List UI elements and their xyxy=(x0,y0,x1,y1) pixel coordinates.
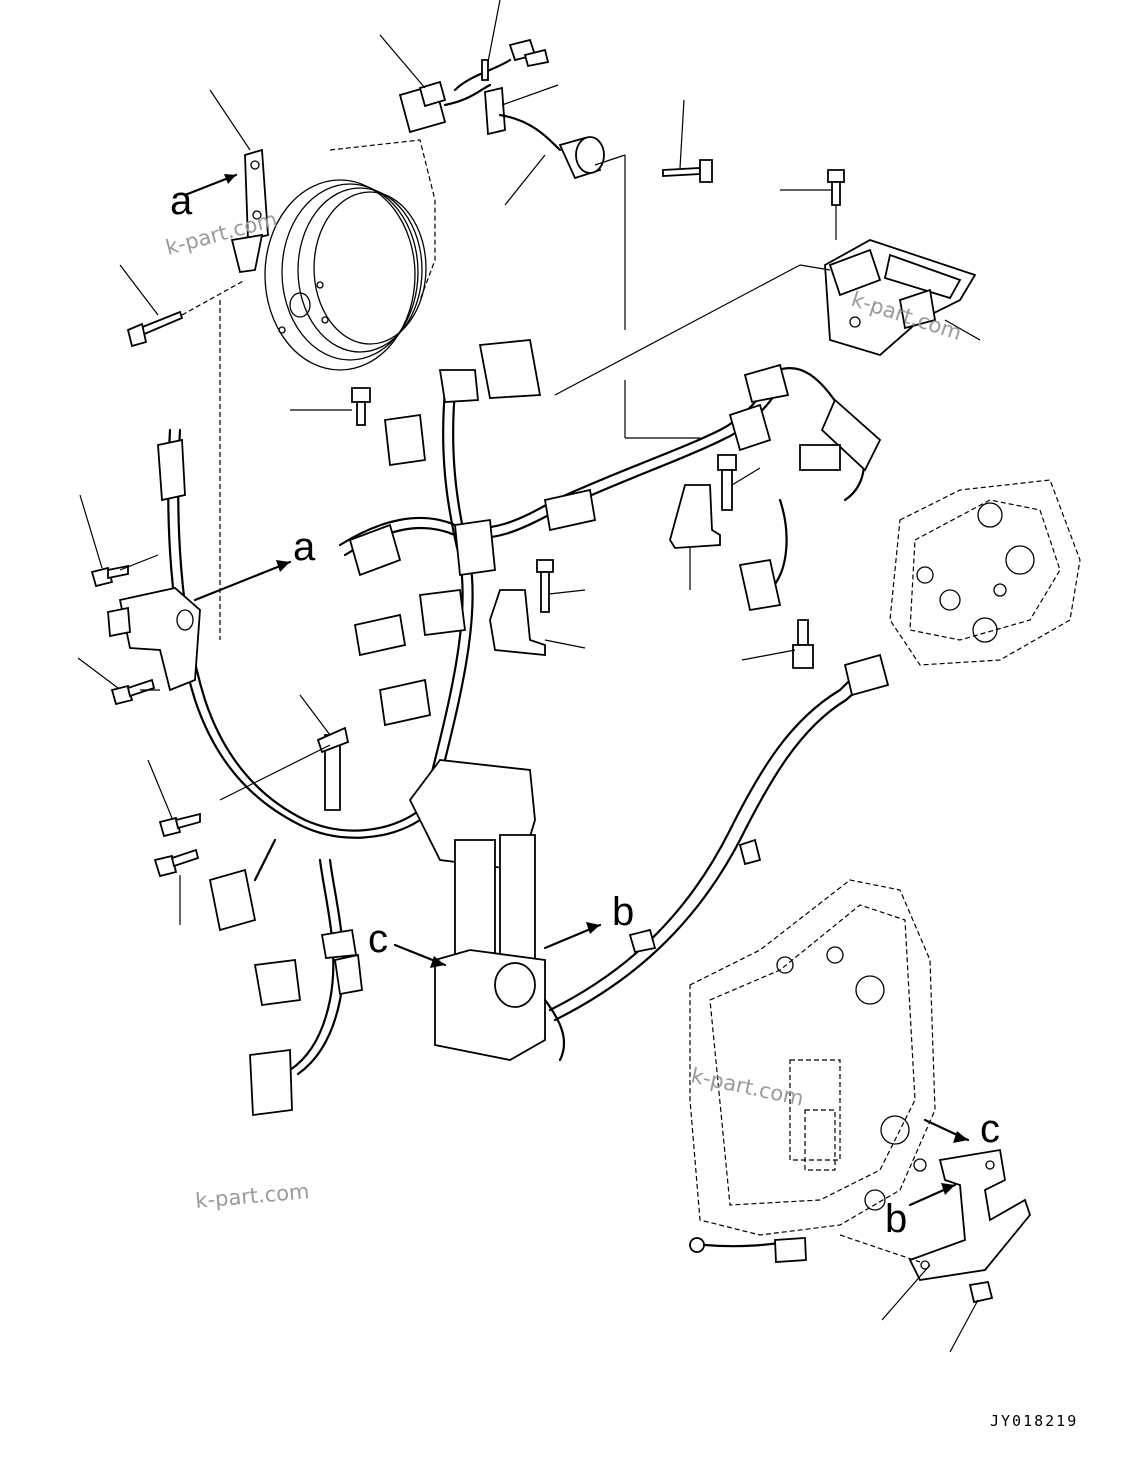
left-clamp xyxy=(107,300,292,692)
bolt-left-2 xyxy=(77,657,156,706)
center-bracket-right xyxy=(624,380,721,590)
arrow-b-low xyxy=(908,1183,957,1207)
main-harness xyxy=(157,339,890,1022)
top-connector-group xyxy=(379,0,626,330)
watermark-3: k-part.com xyxy=(689,1063,806,1110)
bolt-right-low xyxy=(741,619,814,669)
bolt-top-right xyxy=(780,169,845,240)
transmission-bracket xyxy=(839,1148,1032,1353)
arrow-c-mid xyxy=(393,943,447,968)
drawing-code: JY018219 xyxy=(990,1412,1078,1430)
bolt-right-mid xyxy=(717,454,761,511)
bolt-left-3 xyxy=(147,759,201,838)
label-b-low: b xyxy=(885,1197,907,1241)
mid-bracket xyxy=(219,694,350,811)
bolt-left-1 xyxy=(79,494,129,588)
top-bracket xyxy=(183,89,269,273)
label-c-low: c xyxy=(980,1107,1000,1151)
lower-left-connectors xyxy=(208,838,363,1117)
label-a-top: a xyxy=(170,179,193,223)
relay-module xyxy=(554,239,981,396)
bolt-left-4 xyxy=(153,848,200,925)
bolt-mid xyxy=(536,559,586,613)
label-c-mid: c xyxy=(368,917,388,961)
bolt-top-center xyxy=(662,99,713,183)
bolt-center xyxy=(290,387,371,426)
center-bracket-left xyxy=(489,589,586,656)
transmission-housing xyxy=(689,879,936,1263)
bolt-top-left xyxy=(119,264,246,348)
junction-box xyxy=(408,759,565,1062)
fuel-pump xyxy=(889,479,1081,666)
arrow-c-low xyxy=(923,1118,970,1143)
watermark-4: k-part.com xyxy=(194,1179,310,1213)
alternator-pulley xyxy=(264,139,436,371)
label-b-mid: b xyxy=(612,890,634,934)
arrow-b-mid xyxy=(543,922,602,950)
label-a-mid: a xyxy=(293,525,316,569)
